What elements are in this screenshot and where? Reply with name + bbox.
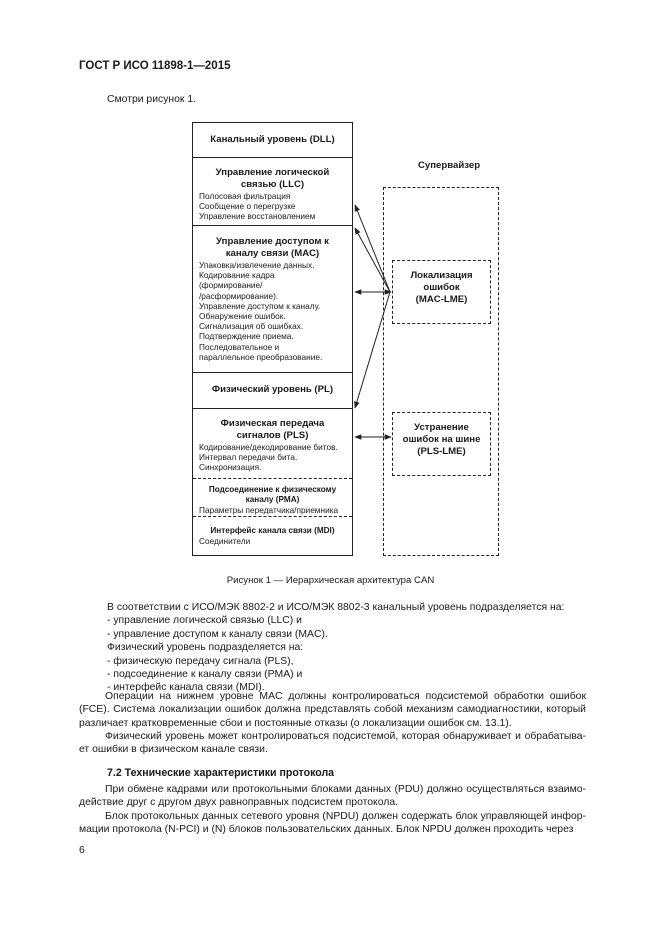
mac-item: Упаковка/извлечение данных. — [199, 260, 315, 270]
body-line: - управление логической связью (LLC) и — [107, 615, 302, 627]
protocol-stack: Канальный уровень (DLL) Управление логич… — [192, 122, 353, 556]
paragraph-fce: Операции на нижнем уровне MAC должны кон… — [79, 691, 586, 729]
page-number: 6 — [79, 845, 85, 856]
body-line: - подсоединение к каналу связи (PMA) и — [107, 669, 303, 681]
supervisor-box: Локализация ошибок (MAC-LME) Устранение … — [383, 187, 499, 556]
body-line: - интерфейс канала связи (MDI). — [107, 682, 265, 694]
layer-pls-title: Физическая передача сигналов (PLS) — [220, 418, 325, 441]
layer-mdi: Интерфейс канала связи (MDI) Соединители — [193, 517, 352, 555]
intro-text: Смотри рисунок 1. — [107, 94, 197, 105]
arrow-llc — [354, 204, 391, 293]
figure-caption: Рисунок 1 — Иерархическая архитектура CA… — [226, 575, 435, 586]
paragraph-pl: Физический уровень может контролироватьс… — [79, 731, 586, 756]
pma-item: Параметры передатчика/приемника — [199, 505, 339, 515]
arrow-mac — [354, 227, 391, 293]
body-line: - управление доступом к каналу связи (MA… — [107, 628, 328, 640]
layer-pl: Физический уровень (PL) — [193, 373, 352, 409]
paragraph-pdu: При обмене кадрами или протокольными бло… — [79, 784, 586, 809]
arrow-pls — [354, 291, 391, 409]
layer-dll: Канальный уровень (DLL) — [193, 123, 352, 158]
layer-mdi-title: Интерфейс канала связи (MDI) — [210, 526, 335, 535]
mac-item: Управление доступом к каналу. — [199, 300, 321, 311]
mac-item: /расформирование). — [199, 290, 279, 301]
layer-mac: Управление доступом к каналу связи (MAC)… — [193, 226, 352, 373]
section-heading: 7.2 Технические характеристики протокола — [107, 767, 335, 779]
pls-lme-box: Устранение ошибок на шине (PLS-LME) — [392, 412, 491, 476]
llc-item: Сообщение о перегрузке — [199, 201, 296, 212]
llc-item: Управление восстановлением — [199, 211, 316, 222]
mac-item: Подтверждение приема. — [199, 331, 294, 342]
mac-item: Последовательное и — [199, 341, 280, 352]
layer-llc-title: Управление логической связью (LLC) — [215, 167, 330, 190]
mac-item: (формирование/ — [199, 280, 263, 291]
mac-item: Сигнализация об ошибках. — [199, 321, 304, 332]
paragraph-npdu: Блок протокольных данных сетевого уровня… — [79, 811, 586, 836]
pls-item: Кодирование/декодирование битов. — [199, 442, 338, 452]
mac-lme-box: Локализация ошибок (MAC-LME) — [392, 260, 491, 324]
document-header: ГОСТ Р ИСО 11898-1—2015 — [79, 60, 231, 72]
mac-item: параллельное преобразование. — [199, 351, 323, 362]
layer-pl-title: Физический уровень (PL) — [211, 384, 334, 395]
layer-pma-title: Подсоединение к физическому каналу (PMA) — [208, 485, 337, 504]
layer-pls: Физическая передача сигналов (PLS) Кодир… — [193, 409, 352, 479]
pls-item: Синхронизация. — [199, 462, 262, 473]
layer-dll-title: Канальный уровень (DLL) — [210, 134, 335, 145]
body-list: В соответствии с ИСО/МЭК 8802-2 и ИСО/МЭ… — [107, 601, 587, 695]
mac-item: Кодирование кадра — [199, 270, 275, 281]
mdi-item: Соединители — [199, 536, 251, 546]
body-line: Физический уровень подразделяется на: — [107, 642, 304, 654]
layer-llc: Управление логической связью (LLC) Полос… — [193, 158, 352, 226]
supervisor-title: Супервайзер — [418, 160, 481, 171]
pls-item: Интервал передачи бита. — [199, 452, 298, 463]
body-line: В соответствии с ИСО/МЭК 8802-2 и ИСО/МЭ… — [107, 602, 565, 613]
body-line: - физическую передачу сигнала (PLS), — [107, 655, 294, 667]
llc-item: Полосовая фильтрация — [199, 191, 291, 201]
mac-item: Обнаружение ошибок. — [199, 311, 286, 322]
layer-mac-title: Управление доступом к каналу связи (MAC) — [216, 236, 329, 259]
layer-pma: Подсоединение к физическому каналу (PMA)… — [193, 479, 352, 517]
